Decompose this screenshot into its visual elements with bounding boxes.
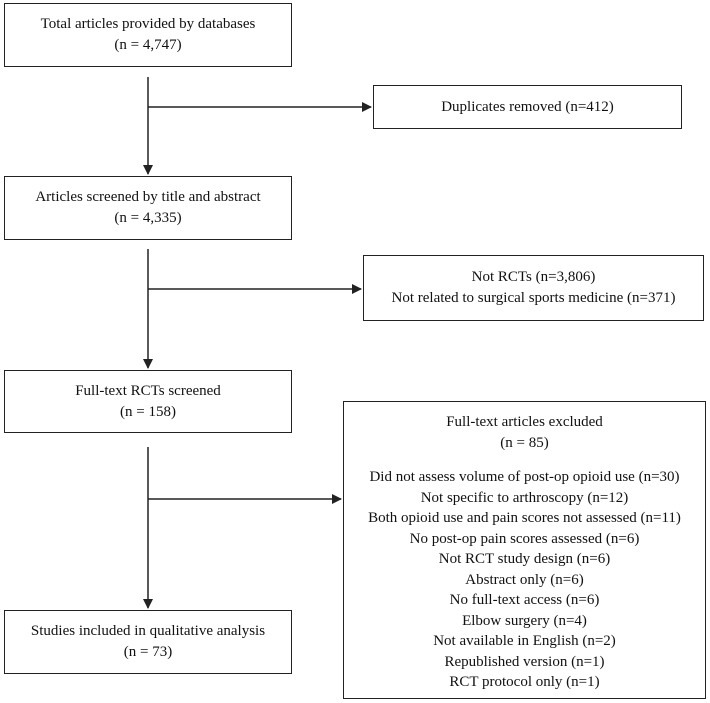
- excluded-fulltext-count: (n = 85): [500, 434, 549, 451]
- exclusion-reason: Not RCT study design (n=6): [438, 551, 611, 567]
- exclusion-reason: Republished version (n=1): [444, 653, 605, 670]
- box-duplicates-removed: Duplicates removed (n=412): [373, 85, 682, 129]
- total-articles-label: Total articles provided by databases: [40, 16, 256, 32]
- exclusion-reason: Elbow surgery (n=4): [462, 612, 587, 629]
- box-screened: Articles screened by title and abstract …: [4, 176, 292, 240]
- box-fulltext-screened: Full-text RCTs screened (n = 158): [4, 370, 292, 433]
- fulltext-count: (n = 158): [120, 403, 176, 420]
- fulltext-label: Full-text RCTs screened: [75, 382, 221, 399]
- included-label: Studies included in qualitative analysis: [30, 623, 266, 639]
- included-count: (n = 73): [123, 644, 173, 660]
- exclusion-reason: Not specific to arthroscopy (n=12): [420, 489, 629, 506]
- excluded-fulltext-title: Full-text articles excluded: [446, 414, 603, 430]
- box-total-articles: Total articles provided by databases (n …: [4, 3, 292, 67]
- exclusion-reason: Both opioid use and pain scores not asse…: [368, 510, 681, 526]
- screened-label: Articles screened by title and abstract: [35, 189, 261, 205]
- excluded-abstract-line2: Not related to surgical sports medicine …: [391, 290, 676, 306]
- exclusion-reason: Not available in English (n=2): [433, 633, 616, 649]
- box-excluded-fulltext: Full-text articles excluded (n = 85) Did…: [343, 401, 706, 699]
- excluded-abstract-line1: Not RCTs (n=3,806): [471, 269, 596, 285]
- total-articles-count: (n = 4,747): [114, 37, 182, 53]
- exclusion-reason: No full-text access (n=6): [449, 592, 600, 608]
- box-studies-included: Studies included in qualitative analysis…: [4, 610, 292, 674]
- duplicates-label: Duplicates removed (n=412): [441, 98, 614, 115]
- exclusion-reason: No post-op pain scores assessed (n=6): [409, 530, 640, 547]
- exclusion-reason: Abstract only (n=6): [465, 571, 584, 588]
- box-excluded-abstract: Not RCTs (n=3,806) Not related to surgic…: [363, 255, 704, 321]
- exclusion-reason: RCT protocol only (n=1): [449, 674, 600, 690]
- exclusion-reason: Did not assess volume of post-op opioid …: [369, 469, 680, 485]
- screened-count: (n = 4,335): [114, 210, 182, 226]
